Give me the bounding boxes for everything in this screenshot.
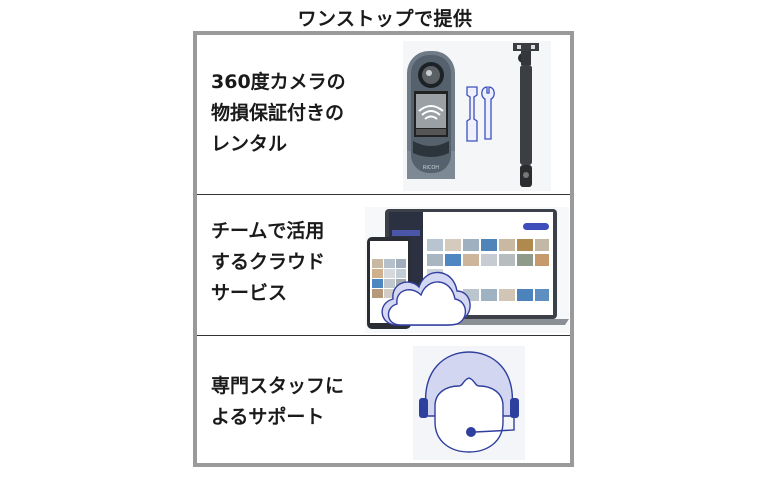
cloud-icon: [381, 271, 471, 326]
camera-rental-illustration: RICOH: [403, 41, 551, 191]
label-line: サービス: [211, 282, 288, 304]
label-line: 360度カメラの: [211, 71, 346, 93]
service-frame: 360度カメラの 物損保証付きの レンタル: [193, 31, 574, 467]
label-line: 物損保証付きの: [211, 102, 345, 124]
row-label: 専門スタッフに よるサポート: [211, 371, 344, 433]
row-cloud-service: チームで活用 するクラウド サービス: [197, 195, 570, 336]
label-line: よるサポート: [211, 406, 325, 428]
wrench-icon: [466, 86, 495, 142]
label-line: 専門スタッフに: [211, 375, 345, 397]
label-line: するクラウド: [211, 251, 326, 273]
headset-person-icon: [419, 351, 519, 453]
row-camera-rental: 360度カメラの 物損保証付きの レンタル: [197, 35, 570, 195]
label-line: チームで活用: [211, 220, 325, 242]
support-illustration: [413, 346, 525, 460]
row-staff-support: 専門スタッフに よるサポート: [197, 336, 570, 463]
camera-icon: RICOH: [407, 51, 455, 179]
row-label: チームで活用 するクラウド サービス: [211, 216, 325, 309]
label-line: レンタル: [211, 133, 288, 155]
svg-text:RICOH: RICOH: [423, 165, 439, 171]
cloud-service-illustration: [365, 207, 569, 333]
selfie-stick-icon: [513, 43, 539, 187]
row-label: 360度カメラの 物損保証付きの レンタル: [211, 67, 346, 160]
page-title: ワンストップで提供: [297, 8, 473, 30]
